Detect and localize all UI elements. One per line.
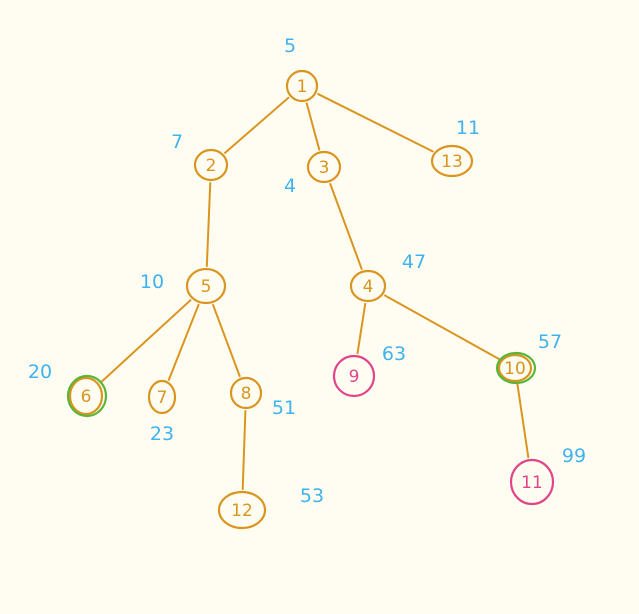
weight-label-10: 57 — [538, 331, 562, 353]
node-label: 1 — [297, 77, 308, 97]
node-circle — [497, 353, 533, 383]
weight-label-7: 23 — [150, 423, 174, 445]
node-2: 2 — [193, 148, 229, 182]
node-label: 10 — [504, 359, 526, 379]
node-5: 5 — [185, 267, 227, 305]
edge-4-10 — [383, 294, 501, 361]
edge-5-8 — [212, 303, 241, 378]
edge-8-12 — [241, 409, 247, 491]
node-circle — [332, 354, 376, 398]
weight-label-13: 11 — [456, 117, 480, 139]
node-circle — [185, 267, 227, 305]
weight-label-12: 53 — [300, 485, 324, 507]
node-label: 2 — [206, 156, 217, 176]
node-label: 9 — [349, 367, 360, 387]
edge-5-6 — [99, 299, 192, 384]
node-label: 12 — [231, 501, 253, 521]
weight-label-6: 20 — [28, 361, 52, 383]
node-10: 10 — [495, 351, 537, 385]
edge-1-3 — [305, 102, 321, 151]
node-label: 6 — [81, 387, 92, 407]
highlight-ring — [66, 374, 108, 418]
node-label: 5 — [201, 277, 212, 297]
node-label: 7 — [157, 388, 168, 408]
node-circle — [306, 150, 342, 184]
edge-3-4 — [329, 182, 363, 270]
node-label: 8 — [241, 384, 252, 404]
node-label: 4 — [363, 277, 374, 297]
node-circle — [229, 376, 263, 410]
weight-label-1: 5 — [284, 35, 296, 57]
node-label: 11 — [521, 473, 543, 493]
node-circle — [147, 379, 177, 415]
edge-2-5 — [205, 181, 212, 268]
edge-4-9 — [356, 302, 367, 355]
node-8: 8 — [229, 376, 263, 410]
node-11: 11 — [509, 458, 555, 506]
edge-5-7 — [167, 303, 200, 381]
weight-label-9: 63 — [382, 343, 406, 365]
edge-10-11 — [516, 382, 530, 459]
node-9: 9 — [332, 354, 376, 398]
node-7: 7 — [147, 379, 177, 415]
node-12: 12 — [217, 490, 267, 530]
node-6: 6 — [66, 374, 108, 418]
node-circle — [349, 269, 387, 303]
node-4: 4 — [349, 269, 387, 303]
node-13: 13 — [430, 144, 474, 178]
edges-layer — [99, 93, 530, 491]
node-label: 13 — [441, 152, 463, 172]
node-circle — [217, 490, 267, 530]
weight-label-11: 99 — [562, 445, 586, 467]
weight-label-5: 10 — [140, 271, 164, 293]
node-circle — [285, 69, 319, 103]
node-circle — [509, 458, 555, 506]
edge-1-2 — [224, 96, 290, 154]
node-circle — [68, 376, 104, 416]
node-label: 3 — [319, 158, 330, 178]
node-circle — [430, 144, 474, 178]
highlight-ring — [495, 351, 537, 385]
edge-1-13 — [317, 93, 434, 153]
weight-label-4: 47 — [402, 251, 426, 273]
weight-label-3: 4 — [284, 175, 296, 197]
node-circle — [193, 148, 229, 182]
weight-label-2: 7 — [171, 131, 183, 153]
weight-label-8: 51 — [272, 397, 296, 419]
node-3: 3 — [306, 150, 342, 184]
node-1: 1 — [285, 69, 319, 103]
